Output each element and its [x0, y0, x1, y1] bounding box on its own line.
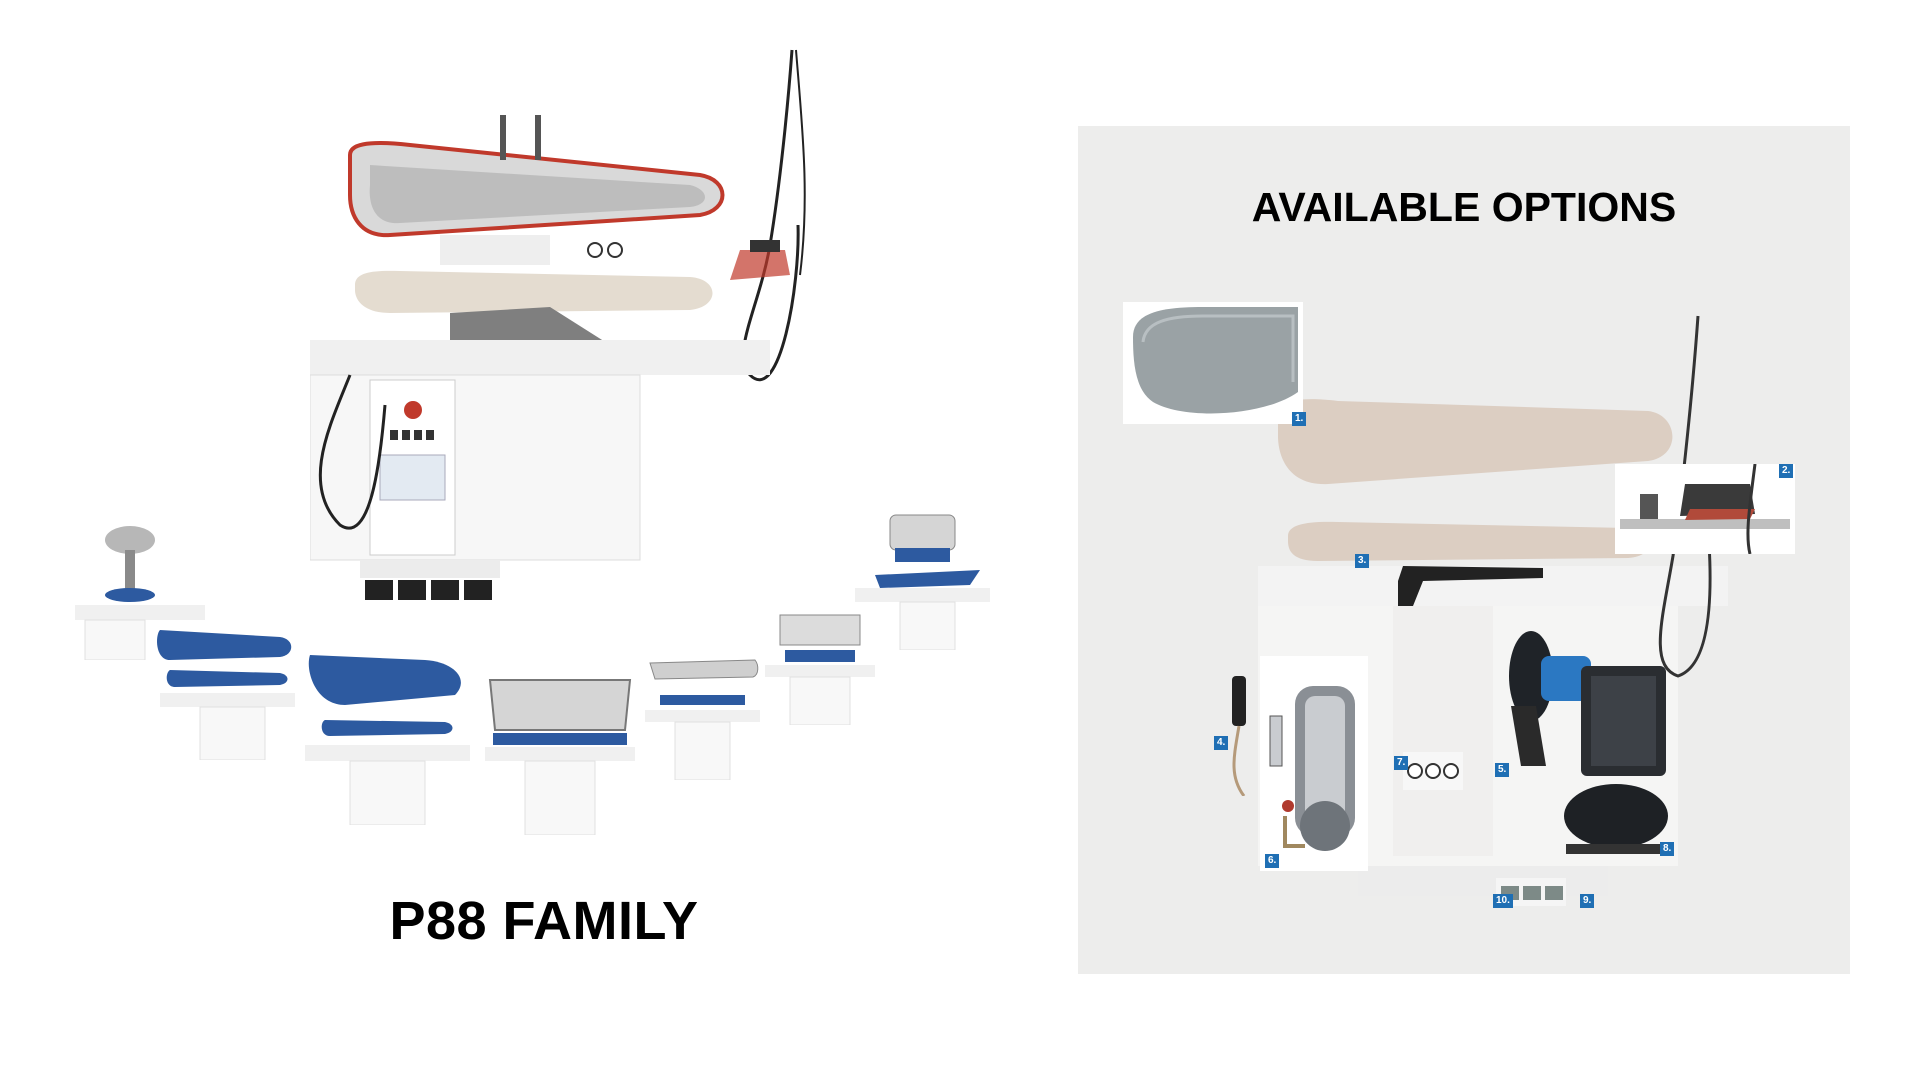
option-label-1: 1.	[1292, 412, 1307, 426]
sleeve-arm-image	[1398, 566, 1543, 606]
option-2-photo	[1615, 463, 1795, 555]
option-label-7: 7.	[1394, 756, 1409, 770]
legger-press-machine	[645, 659, 760, 780]
foot-pedal-image	[1501, 886, 1563, 900]
options-title: AVAILABLE OPTIONS	[1251, 184, 1677, 230]
option-label-3: 3.	[1355, 554, 1370, 568]
option-label-6: 6.	[1265, 854, 1280, 868]
utility-press-machine	[765, 614, 875, 725]
family-title: P88 FAMILY	[389, 891, 699, 951]
main-press-machine	[310, 49, 806, 600]
buck-cover-image	[1133, 307, 1298, 414]
p88-family-panel: P88 FAMILY	[75, 49, 990, 951]
vacuum-fan-image	[1509, 631, 1591, 766]
option-4-photo	[1224, 656, 1254, 797]
option-label-2: 2.	[1779, 464, 1794, 478]
option-label-8: 8.	[1660, 842, 1675, 856]
option-6-photo	[1260, 656, 1368, 871]
blue-press-machine-1	[157, 630, 295, 760]
option-label-9: 9.	[1580, 894, 1595, 908]
option-label-5: 5.	[1495, 763, 1510, 777]
option-label-4: 4.	[1214, 736, 1229, 750]
steam-iron-image	[1620, 463, 1790, 555]
option-1-photo	[1123, 302, 1303, 424]
topper-press-machine	[855, 514, 990, 650]
available-options-panel: AVAILABLE OPTIONS 1. 2. 3.	[1078, 126, 1850, 974]
spray-gun-image	[1232, 676, 1246, 797]
steam-boiler-image	[1269, 686, 1355, 851]
option-8-photo	[1556, 646, 1676, 856]
blue-press-machine-2	[305, 655, 470, 825]
option-5-photo	[1501, 626, 1596, 776]
steel-press-machine	[485, 679, 635, 835]
option-3-photo	[1363, 556, 1553, 616]
form-finisher-machine	[75, 526, 205, 660]
option-label-10: 10.	[1493, 894, 1513, 908]
compressor-image	[1564, 666, 1668, 854]
option-7-photo	[1403, 752, 1463, 790]
control-panel-image	[1407, 763, 1459, 779]
